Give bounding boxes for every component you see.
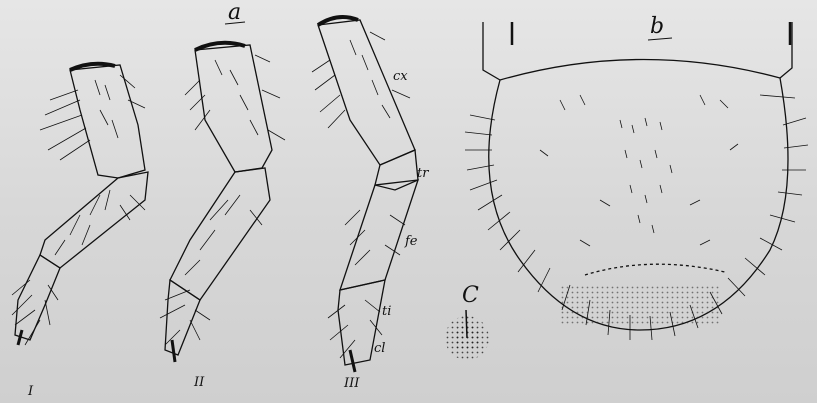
leg-label-2: II	[194, 376, 204, 389]
leg-label-3: III	[344, 377, 359, 390]
panel-c-structure	[445, 310, 489, 360]
segment-label-coxa: cx	[393, 70, 408, 83]
panel-label-a: a	[228, 2, 241, 24]
panel-label-b: b	[650, 16, 664, 38]
panel-b-plate	[483, 22, 792, 330]
segment-label-trochanter: tr	[417, 167, 428, 180]
leg-2-setae	[160, 55, 285, 345]
leg-1-drawing	[15, 64, 148, 345]
segment-label-femur: fe	[405, 235, 418, 248]
leg-label-1: I	[28, 385, 33, 398]
leg-2-drawing	[165, 43, 272, 362]
segment-label-claw: cl	[374, 342, 385, 355]
leg-1-setae	[12, 75, 145, 345]
segment-label-tibia: ti	[382, 305, 391, 318]
panel-label-c: C	[462, 285, 479, 307]
